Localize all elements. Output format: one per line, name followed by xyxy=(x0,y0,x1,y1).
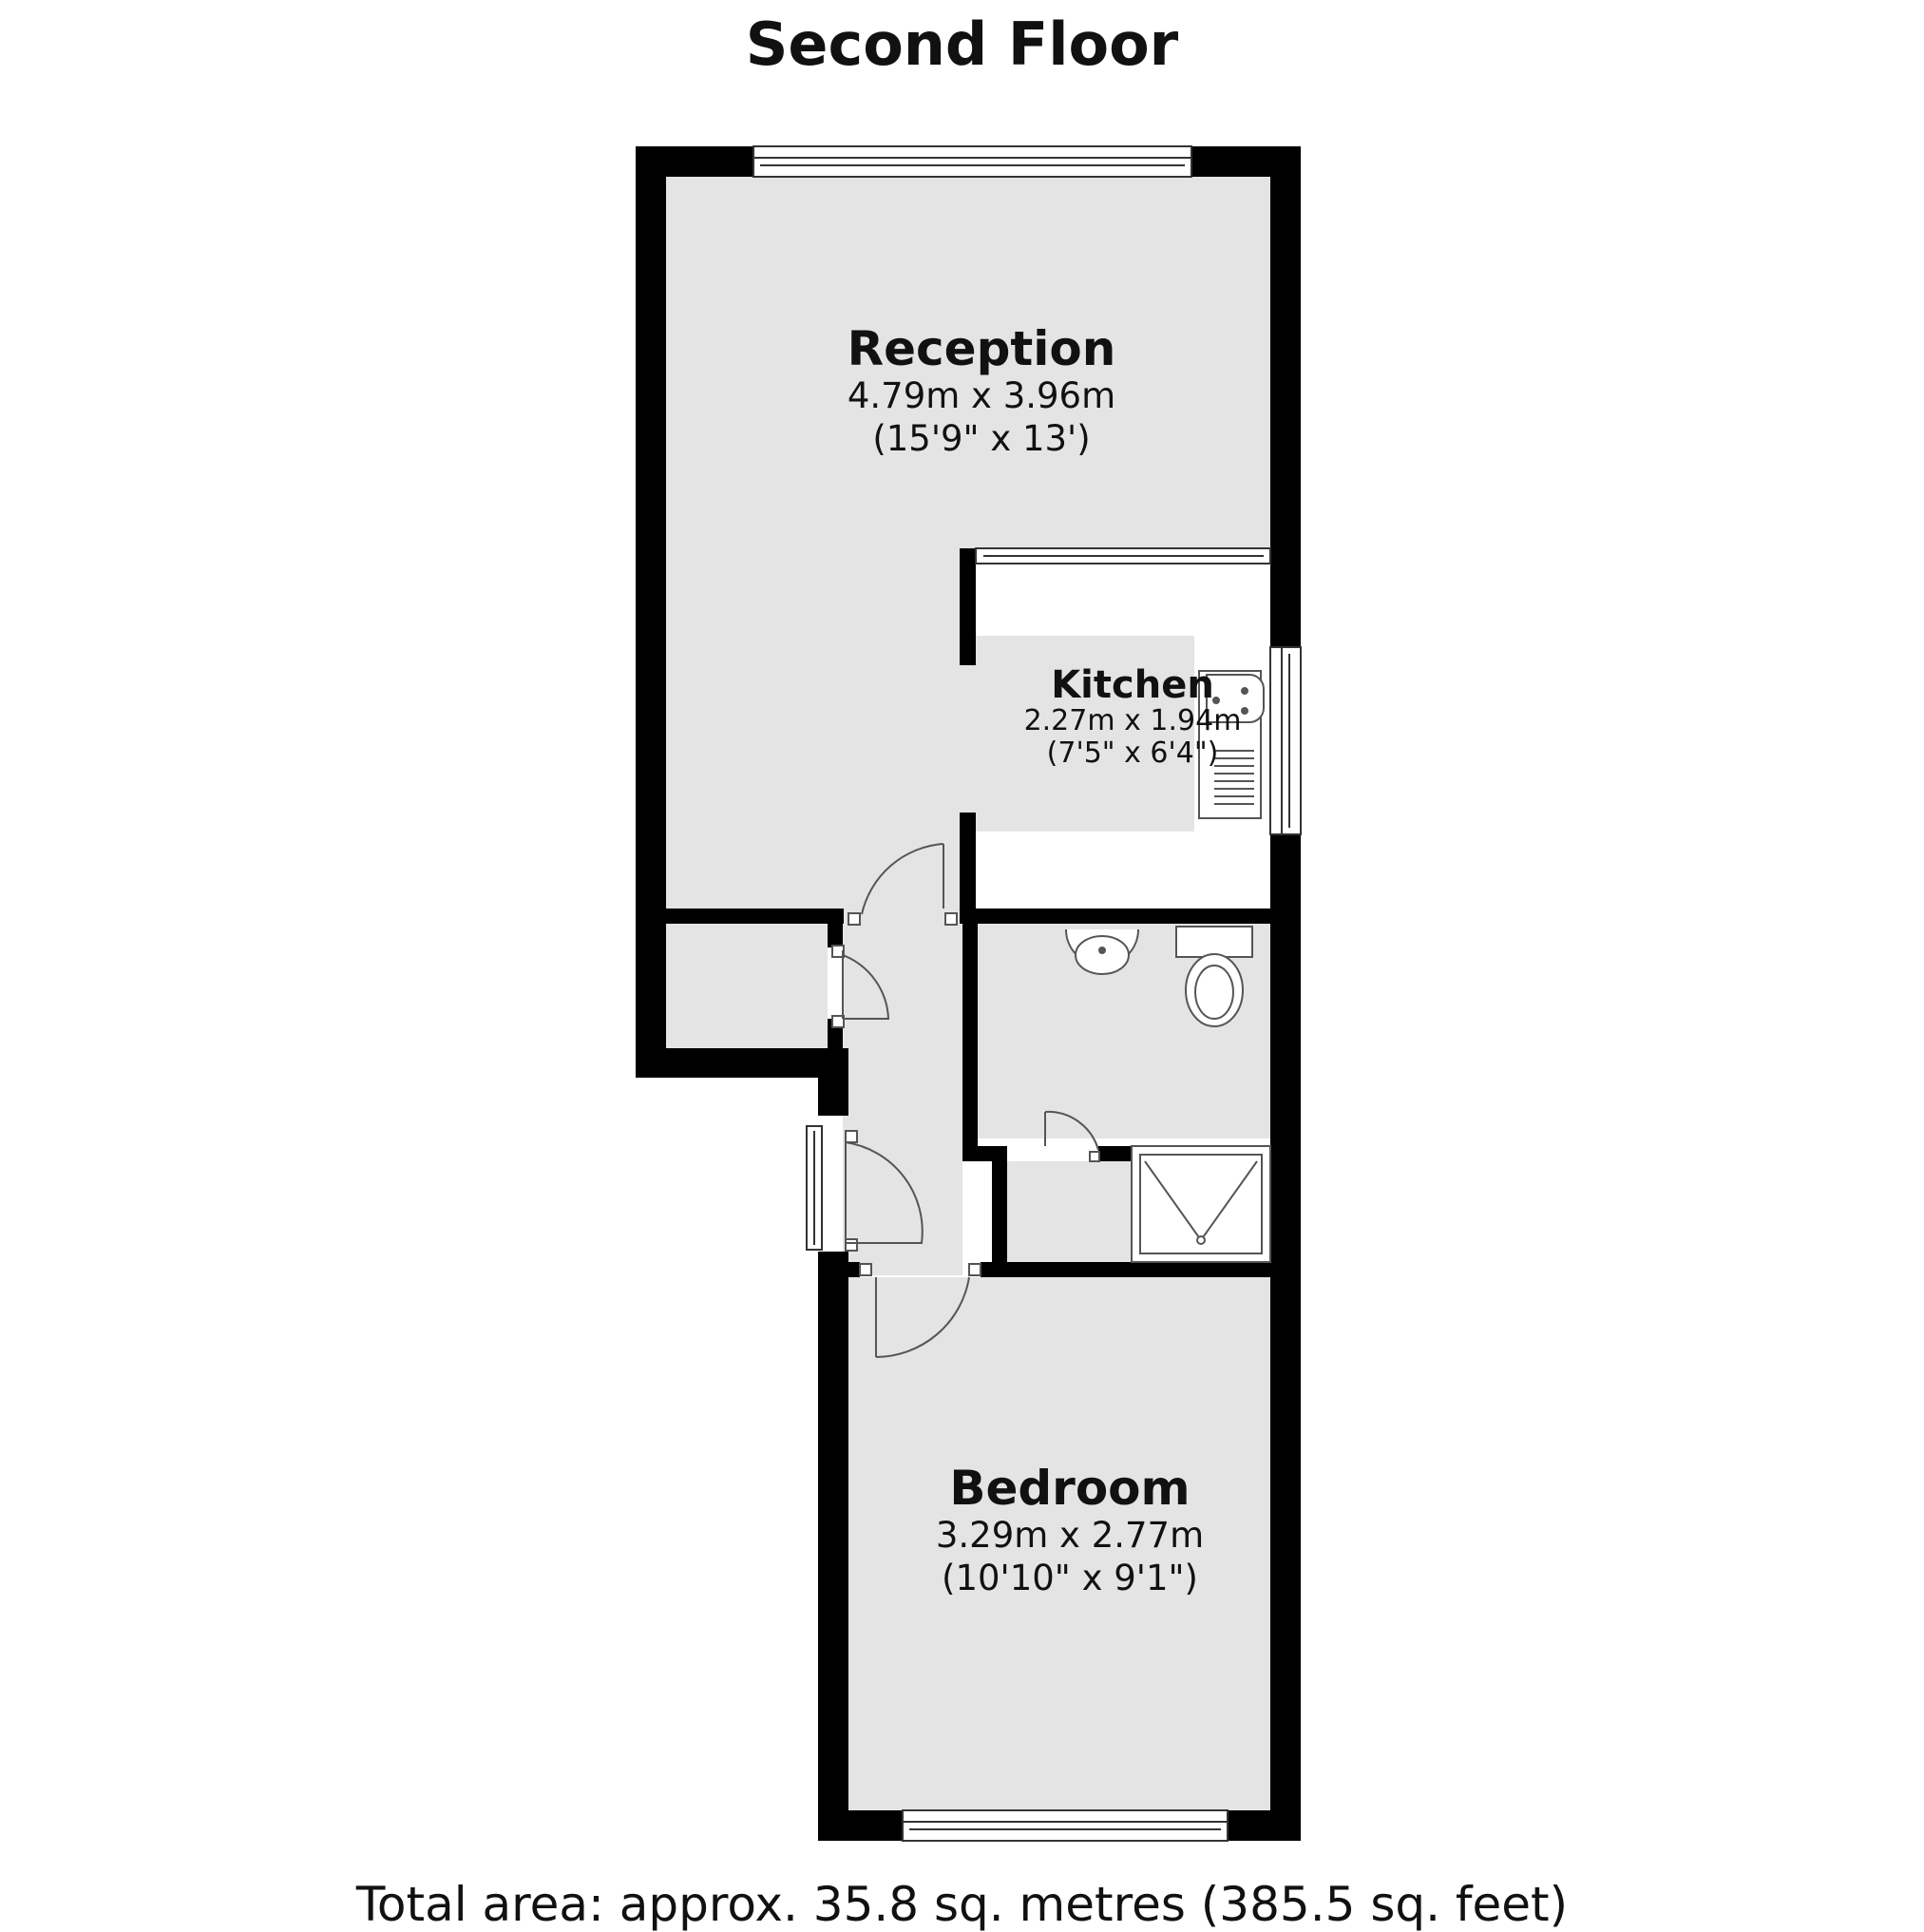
reception-name: Reception xyxy=(848,321,1116,376)
bedroom-metric: 3.29m x 2.77m xyxy=(936,1515,1204,1556)
kitchen-counter-area xyxy=(1194,636,1270,832)
door-cupboard xyxy=(831,945,890,1028)
reception-imperial: (15'9" x 13') xyxy=(872,418,1090,459)
basin-icon xyxy=(1065,928,1139,975)
window-kitchen-top xyxy=(975,547,1271,564)
floor-title: Second Floor xyxy=(745,10,1179,79)
door-entrance xyxy=(845,1130,924,1252)
hallway-floor xyxy=(843,909,962,1275)
shower-tray-icon xyxy=(1131,1145,1271,1263)
door-reception-hall xyxy=(848,843,958,926)
window-bedroom xyxy=(902,1809,1229,1842)
door-bedroom xyxy=(859,1263,981,1358)
bedroom-name: Bedroom xyxy=(949,1461,1190,1516)
kitchen-name: Kitchen xyxy=(1051,663,1214,707)
kitchen-floor xyxy=(974,636,1194,832)
door-bathroom-hall xyxy=(1044,1110,1100,1162)
kitchen-lower-area xyxy=(976,832,1270,909)
bedroom-imperial: (10'10" x 9'1") xyxy=(942,1558,1198,1598)
window-reception xyxy=(752,145,1192,178)
toilet-icon xyxy=(1175,926,1253,1027)
kitchen-imperial: (7'5" x 6'4") xyxy=(1047,736,1219,770)
reception-metric: 4.79m x 3.96m xyxy=(848,375,1115,416)
window-kitchen-side xyxy=(1269,646,1302,835)
kitchen-unit-area xyxy=(976,564,1270,636)
kitchen-sink-icon xyxy=(1198,670,1265,819)
window-hallway xyxy=(806,1125,823,1251)
interior-walls xyxy=(666,548,1270,1277)
outer-walls xyxy=(636,146,1301,1841)
total-area-caption: Total area: approx. 35.8 sq. metres (385… xyxy=(355,1877,1569,1932)
cupboard-floor xyxy=(666,924,828,1048)
bedroom-floor xyxy=(848,1277,1270,1810)
bathroom-lower-floor xyxy=(1007,1161,1132,1262)
kitchen-metric: 2.27m x 1.94m xyxy=(1024,704,1242,737)
